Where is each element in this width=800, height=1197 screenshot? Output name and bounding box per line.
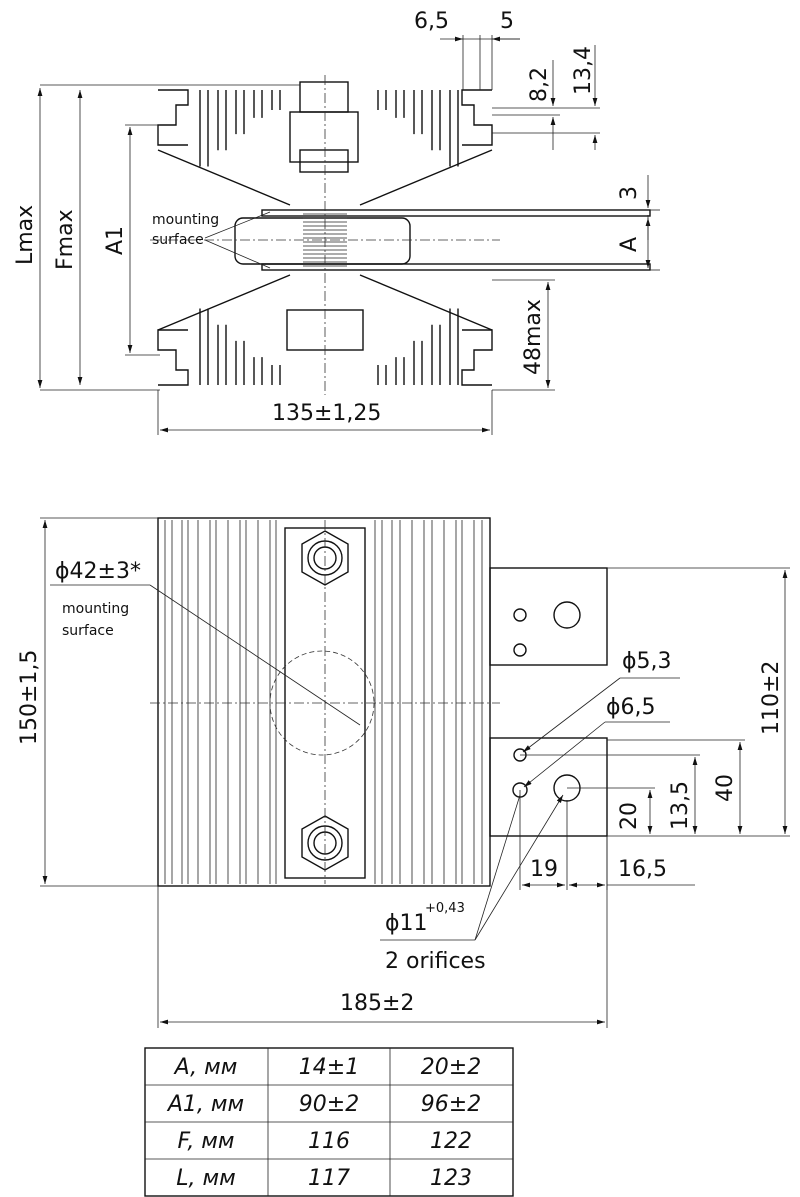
table-cell: 14±1 — [299, 1055, 359, 1080]
dim-20: 20 — [617, 802, 642, 830]
dim-3: 3 — [617, 186, 642, 200]
dim-40: 40 — [713, 774, 738, 802]
busbar-tab-lower — [489, 737, 608, 837]
heatsink-fins-lower — [199, 308, 459, 385]
thyristor-disc — [234, 217, 411, 265]
heatsink-outline-lower — [157, 329, 493, 386]
heatsink-grooves — [164, 520, 483, 884]
dim-13-5: 13,5 — [668, 781, 693, 830]
dim-diameter-11: ϕ11 — [385, 911, 428, 936]
dim-110: 110±2 — [759, 661, 784, 735]
table-row-label: L, мм — [176, 1166, 235, 1191]
dim-fmax: Fmax — [53, 209, 78, 270]
label-2-orifices: 2 orifices — [385, 949, 486, 974]
dim-width-135: 135±1,25 — [272, 401, 381, 426]
dim-height-150: 150±1,5 — [17, 650, 42, 745]
table-cell: 90±2 — [299, 1092, 359, 1117]
plan-view: ϕ42±3* mounting surface 150±1,5 110±2 40… — [17, 517, 790, 1028]
label-mounting-plan: mounting — [62, 601, 129, 617]
dim-a: A — [617, 237, 642, 252]
nut — [299, 149, 349, 173]
dim-5: 5 — [500, 9, 514, 34]
table-row-label: F, мм — [178, 1129, 235, 1154]
bolt-head — [299, 81, 349, 113]
dim-48max: 48max — [521, 299, 546, 375]
dim-lmax: Lmax — [13, 205, 38, 265]
busbar-upper — [261, 209, 651, 217]
side-view: Lmax Fmax A1 mounting surface 135±1,25 6… — [13, 9, 660, 435]
dim-13-4: 13,4 — [571, 46, 596, 95]
table-row-label: A1, мм — [166, 1092, 244, 1117]
label-mounting: mounting — [152, 212, 219, 228]
dim-diameter-5-3: ϕ5,3 — [622, 649, 672, 674]
heatsink-outline-upper — [157, 89, 493, 146]
label-surface-plan: surface — [62, 623, 114, 639]
dim-diameter-6-5: ϕ6,5 — [606, 695, 656, 720]
dim-8-2: 8,2 — [527, 67, 552, 102]
label-surface: surface — [152, 232, 204, 248]
dim-16-5: 16,5 — [618, 857, 667, 882]
dimension-table: A, мм 14±1 20±2A1, мм 90±2 96±2 F, мм 116 122L,… — [144, 1047, 514, 1197]
dim-19: 19 — [530, 857, 558, 882]
dim-185: 185±2 — [340, 991, 414, 1016]
clamp-block — [289, 111, 359, 163]
table-cell: 116 — [308, 1129, 350, 1154]
dim-6-5: 6,5 — [414, 9, 449, 34]
table-cell: 122 — [430, 1129, 472, 1154]
table-cell: 96±2 — [421, 1092, 481, 1117]
table-row-label: A, мм — [173, 1055, 238, 1080]
dim-diameter-42: ϕ42±3* — [55, 559, 141, 584]
table-cell: 117 — [308, 1166, 350, 1191]
table-cell: 20±2 — [421, 1055, 481, 1080]
heatsink-fins-upper — [157, 90, 493, 331]
busbar-lower — [261, 263, 651, 271]
dim-a1: A1 — [103, 226, 128, 255]
heatsink-body — [157, 517, 491, 887]
dim-diameter-11-tolerance: +0,43 — [425, 901, 465, 916]
busbar-tab-upper — [489, 567, 608, 666]
table-cell: 123 — [430, 1166, 472, 1191]
